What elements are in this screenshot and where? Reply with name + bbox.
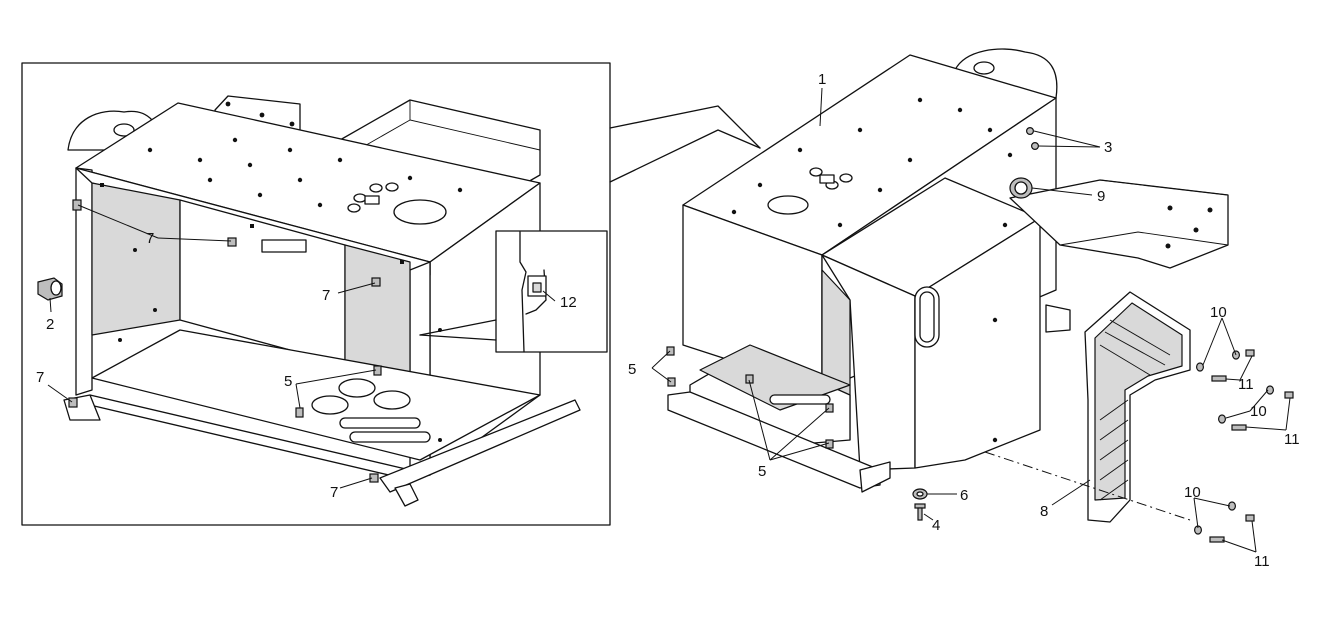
callout-3: 3 xyxy=(1104,139,1112,156)
callout-10-bottom: 10 xyxy=(1184,484,1201,501)
callout-7-top-left: 7 xyxy=(146,230,154,247)
callout-10-top: 10 xyxy=(1210,304,1227,321)
callout-7-lower-left: 7 xyxy=(36,369,44,386)
callout-1: 1 xyxy=(818,71,826,88)
callout-5-main-bottom: 5 xyxy=(758,463,766,480)
callout-9: 9 xyxy=(1097,188,1105,205)
callout-10-middle: 10 xyxy=(1250,403,1267,420)
main-cabinet-assembly xyxy=(666,48,1229,521)
callout-5-detail: 5 xyxy=(284,373,292,390)
callout-7-middle: 7 xyxy=(322,287,330,304)
heatsink-part-8 xyxy=(984,291,1191,523)
leader-lines xyxy=(47,87,1291,553)
callout-2: 2 xyxy=(46,316,54,333)
callout-labels: 1 2 3 4 5 5 5 6 7 7 7 7 8 9 10 10 10 11 … xyxy=(36,71,1300,570)
callout-11-middle: 11 xyxy=(1284,431,1300,448)
callout-6: 6 xyxy=(960,487,968,504)
callout-12: 12 xyxy=(560,294,577,311)
callout-11-top: 11 xyxy=(1238,376,1254,393)
detail-view-frame xyxy=(21,62,761,526)
zoom-inset-12 xyxy=(419,230,608,353)
callout-5-main-left: 5 xyxy=(628,361,636,378)
detail-cabinet-frame xyxy=(37,95,581,507)
callout-8: 8 xyxy=(1040,503,1048,520)
callout-11-bottom: 11 xyxy=(1254,553,1270,570)
callout-4: 4 xyxy=(932,517,940,534)
callout-7-bottom: 7 xyxy=(330,484,338,501)
